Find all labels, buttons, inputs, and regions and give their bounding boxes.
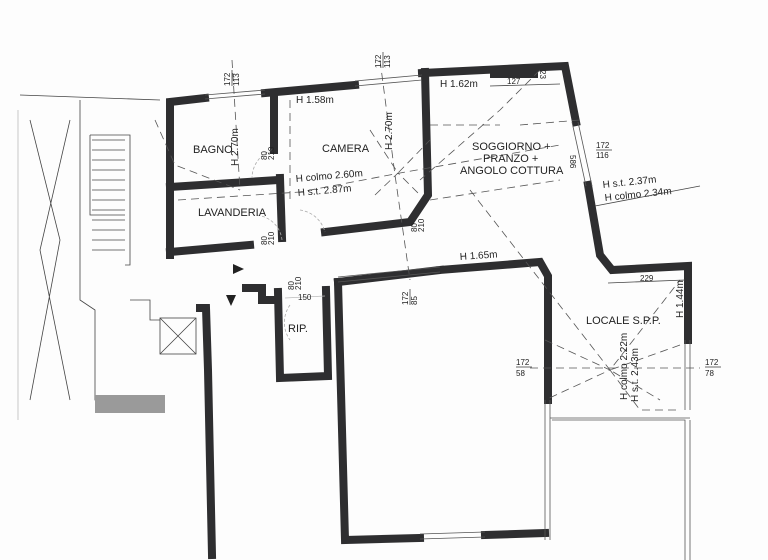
room-label-rip: RIP. [288,323,308,335]
dim-bottom: 116 [596,151,609,160]
dimension-labels: 172 113 172 113 172 85 172 116 172 58 17… [223,52,721,378]
height-label: H 2.70m [230,128,241,166]
dim-bottom: 113 [383,55,392,68]
room-label-bagno: BAGNO [193,144,233,156]
room-label-locale: LOCALE S.P.P. [586,315,661,327]
dim-top: 172 [223,72,232,86]
doors [251,149,326,341]
dim-label: 229 [640,274,654,283]
dim-bottom: 58 [516,369,525,378]
dim-bottom: 210 [267,146,276,160]
height-label: H 2.70m [384,112,395,150]
dim-top: 172 [705,358,719,367]
dim-bottom: 85 [410,296,419,305]
height-label: H colmo 2.22m [619,333,630,400]
height-label: H 1.58m [296,95,334,106]
entry-arrow-icon [233,264,244,274]
dim-top: 80 [287,281,296,290]
roof-lines [154,59,700,411]
dim-top: 80 [410,223,419,232]
dim-bottom: 210 [294,276,303,290]
room-label-pranzo: PRANZO + [483,153,538,165]
shaft [159,317,197,355]
dim-top: 172 [374,54,383,68]
dim-label: 23 [538,70,547,79]
room-label-angolo-cottura: ANGOLO COTTURA [460,165,564,177]
windows [204,74,691,560]
dim-label: 150 [298,293,312,302]
dim-bottom: 78 [705,369,714,378]
dim-top: 172 [401,291,410,305]
dim-bottom: 210 [267,231,276,245]
dim-bottom: 113 [232,73,241,86]
height-label: H 1.65m [459,249,497,263]
height-label: H s.t. 2.43m [630,348,641,402]
room-label-soggiorno: SOGGIORNO + [472,141,551,153]
dim-top: 80 [260,151,269,160]
landing-block [95,395,165,413]
height-label: H colmo 2.60m [295,168,363,185]
dim-label: 586 [568,155,577,169]
stair-area [17,94,197,420]
entry-arrow-icon [226,295,236,306]
dim-label: 127 [507,77,521,86]
dim-top: 172 [516,358,530,367]
walls [165,61,692,560]
dim-top: 172 [596,141,610,150]
dim-bottom: 210 [417,218,426,232]
dim-top: 80 [260,236,269,245]
room-label-camera: CAMERA [322,143,370,155]
height-label: H s.t. 2.87m [297,183,352,199]
room-label-lavanderia: LAVANDERIA [198,207,267,219]
height-label: H 1.44m [675,280,686,318]
height-label: H 1.62m [440,79,478,90]
